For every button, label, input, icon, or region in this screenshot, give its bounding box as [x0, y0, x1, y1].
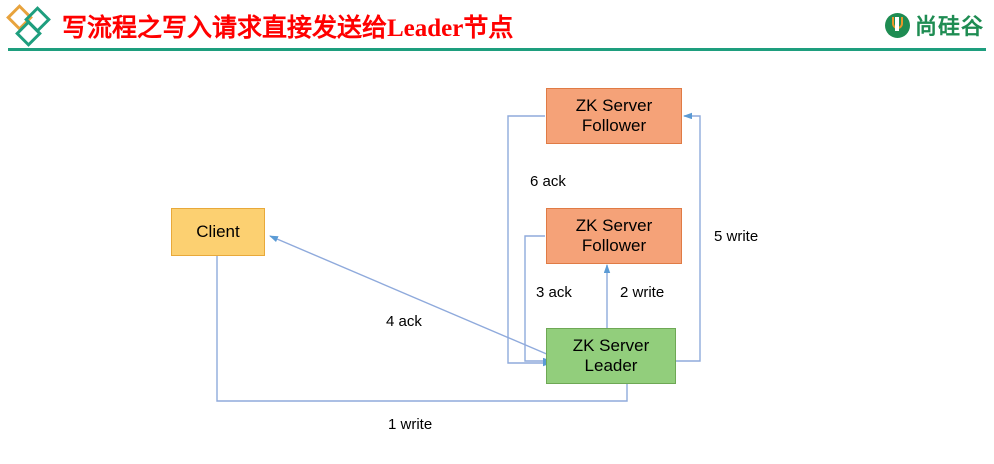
edge-label-3-ack: 3 ack — [536, 284, 572, 301]
node-line-1: Client — [196, 221, 240, 241]
diagram-canvas: ZK Server Follower ZK Server Follower ZK… — [0, 56, 994, 464]
edge-label-5-write: 5 write — [714, 228, 759, 245]
atguigu-logo: 尚硅谷 — [884, 10, 984, 40]
diamond-logo — [6, 4, 60, 48]
atguigu-u-icon — [884, 12, 910, 38]
node-zk-server-follower-top[interactable]: ZK Server Follower — [546, 88, 682, 144]
edge-6-ack — [507, 115, 552, 367]
node-line-1: ZK Server — [575, 95, 653, 115]
edge-label-1-write: 1 write — [388, 416, 433, 433]
edge-4-ack — [269, 235, 557, 359]
edge-label-6-ack: 6 ack — [530, 173, 566, 190]
edge-3-ack — [524, 235, 552, 365]
node-zk-server-follower-middle[interactable]: ZK Server Follower — [546, 208, 682, 264]
node-line-2: Follower — [581, 116, 647, 135]
node-zk-server-leader[interactable]: ZK Server Leader — [546, 328, 676, 384]
edge-1-write — [216, 256, 631, 402]
node-line-2: Leader — [584, 356, 638, 375]
edge-label-2-write: 2 write — [620, 284, 665, 301]
edge-label-4-ack: 4 ack — [386, 313, 422, 330]
diagram-connectors — [216, 112, 701, 402]
edge-5-write — [676, 112, 701, 362]
node-line-1: ZK Server — [575, 215, 653, 235]
node-client[interactable]: Client — [171, 208, 265, 256]
node-line-2: Follower — [581, 236, 647, 255]
node-line-1: ZK Server — [572, 335, 650, 355]
atguigu-logo-text: 尚硅谷 — [914, 15, 984, 40]
page-title: 写流程之写入请求直接发送给Leader节点 — [62, 15, 514, 42]
header-divider — [8, 48, 986, 51]
page-header: 写流程之写入请求直接发送给Leader节点 尚硅谷 — [0, 0, 994, 56]
